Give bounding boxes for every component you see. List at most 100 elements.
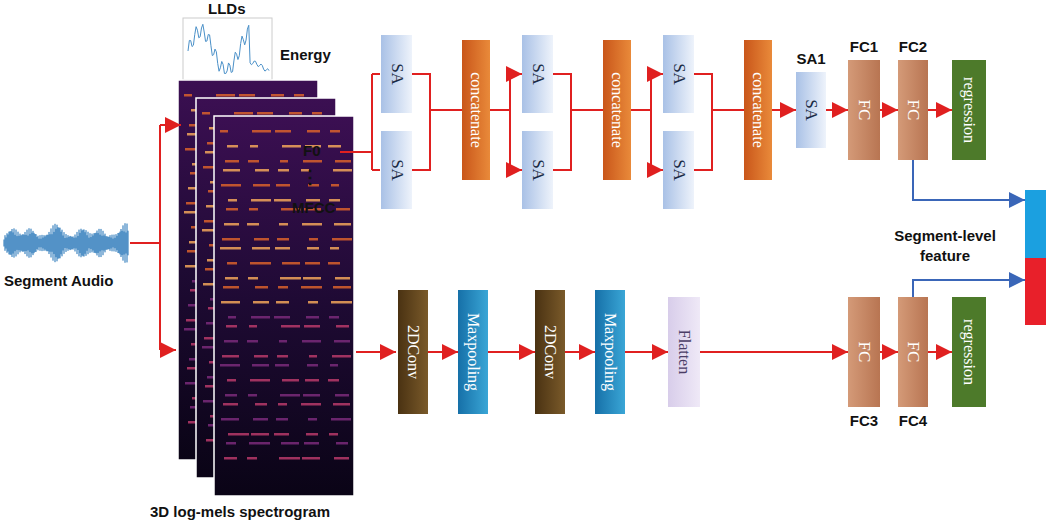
block-label: concatenate [608, 72, 626, 148]
waveform-stroke [33, 231, 34, 255]
waveform-stroke [98, 233, 99, 253]
waveform-stroke [38, 236, 39, 251]
maxpooling-block: Maxpooling [458, 290, 488, 414]
self-attention-block: SA [522, 131, 553, 209]
flow-arrow [428, 351, 458, 353]
waveform-stroke [10, 231, 11, 254]
fully-connected-block: FC2FC [898, 60, 928, 160]
waveform-stroke [11, 231, 12, 255]
waveform-stroke [28, 236, 29, 251]
block-label: SA [528, 63, 548, 85]
waveform-stroke [83, 230, 84, 257]
waveform-stroke [73, 236, 74, 249]
waveform-stroke [80, 233, 81, 253]
waveform-stroke [25, 232, 26, 254]
flow-arrow [880, 109, 898, 111]
self-attention-block: SA [381, 35, 412, 113]
block-label: 2DConv [404, 325, 422, 379]
flow-arrow [880, 351, 898, 353]
waveform-stroke [47, 235, 48, 252]
flow-arrow [826, 109, 848, 111]
block-label: FC [854, 342, 874, 363]
concatenate-block: concatenate [744, 40, 772, 180]
waveform-stroke [20, 234, 21, 253]
waveform-stroke [46, 235, 47, 251]
block-label: concatenate [749, 72, 767, 148]
block-label: SA [387, 63, 407, 85]
waveform-stroke [100, 235, 101, 252]
waveform-stroke [111, 238, 112, 249]
waveform-stroke [102, 236, 103, 251]
concatenate-block: concatenate [462, 40, 490, 180]
waveform-stroke [5, 235, 6, 251]
flow-arrow [772, 109, 796, 111]
waveform-stroke [51, 228, 52, 257]
flow-arrow [488, 351, 535, 353]
waveform-stroke [52, 234, 53, 252]
waveform-stroke [45, 236, 46, 249]
waveform-stroke [74, 238, 75, 248]
waveform-stroke [30, 234, 31, 252]
fully-connected-block: FCFC3 [848, 297, 880, 407]
waveform-stroke [107, 236, 108, 249]
waveform-stroke [56, 229, 57, 257]
waveform-stroke [40, 235, 41, 251]
block-label: regression [960, 77, 978, 143]
self-attention-block: SA [663, 35, 694, 113]
waveform-stroke [35, 234, 36, 252]
waveform-stroke [78, 236, 79, 250]
waveform-stroke [34, 233, 35, 253]
waveform-stroke [22, 235, 23, 252]
self-attention-block: SA [663, 131, 694, 209]
waveform-stroke [37, 237, 38, 249]
block-label: Maxpooling [601, 313, 619, 391]
flow-arrow [412, 74, 462, 110]
waveform-stroke [54, 232, 55, 254]
flow-arrow [700, 351, 848, 353]
waveform-stroke [94, 233, 95, 253]
waveform-stroke [36, 234, 37, 252]
waveform-stroke [44, 235, 45, 251]
waveform-stroke [16, 230, 17, 257]
waveform-stroke [7, 233, 8, 252]
waveform-stroke [48, 235, 49, 251]
flow-arrow [631, 110, 663, 170]
block-label: FC [854, 100, 874, 121]
waveform-stroke [32, 233, 33, 254]
flow-arrow [553, 74, 603, 110]
waveform-stroke [82, 230, 83, 255]
flatten-block: Flatten [668, 297, 700, 407]
waveform-stroke [13, 232, 14, 253]
waveform-stroke [121, 229, 122, 257]
waveform-stroke [120, 232, 121, 255]
block-label: concatenate [467, 72, 485, 148]
input-arrow [160, 124, 181, 126]
input-arrow [160, 349, 176, 351]
feature-connector [913, 280, 1025, 297]
waveform-stroke [96, 233, 97, 254]
feature-half-lld [1025, 190, 1046, 258]
input-arrow [356, 351, 396, 353]
feature-half-spectrogram [1025, 258, 1046, 326]
block-label: FC [903, 342, 923, 363]
waveform-stroke [81, 229, 82, 258]
block-label: SA [669, 63, 689, 85]
conv-block: 2DConv [398, 290, 428, 414]
waveform-stroke [19, 236, 20, 250]
section-title: LLDs [208, 0, 246, 17]
waveform-stroke [116, 234, 117, 252]
waveform-stroke [88, 232, 89, 254]
waveform-stroke [126, 232, 127, 253]
waveform-stroke [93, 235, 94, 250]
waveform-stroke [113, 239, 114, 248]
waveform-stroke [72, 237, 73, 249]
flow-arrow [565, 351, 595, 353]
waveform-stroke [86, 230, 87, 256]
waveform-stroke [110, 235, 111, 251]
feature-connector [913, 160, 1025, 200]
waveform-stroke [49, 232, 50, 254]
waveform-stroke [55, 224, 56, 262]
waveform-stroke [70, 236, 71, 250]
waveform-stroke [68, 235, 69, 251]
waveform-stroke [43, 238, 44, 249]
